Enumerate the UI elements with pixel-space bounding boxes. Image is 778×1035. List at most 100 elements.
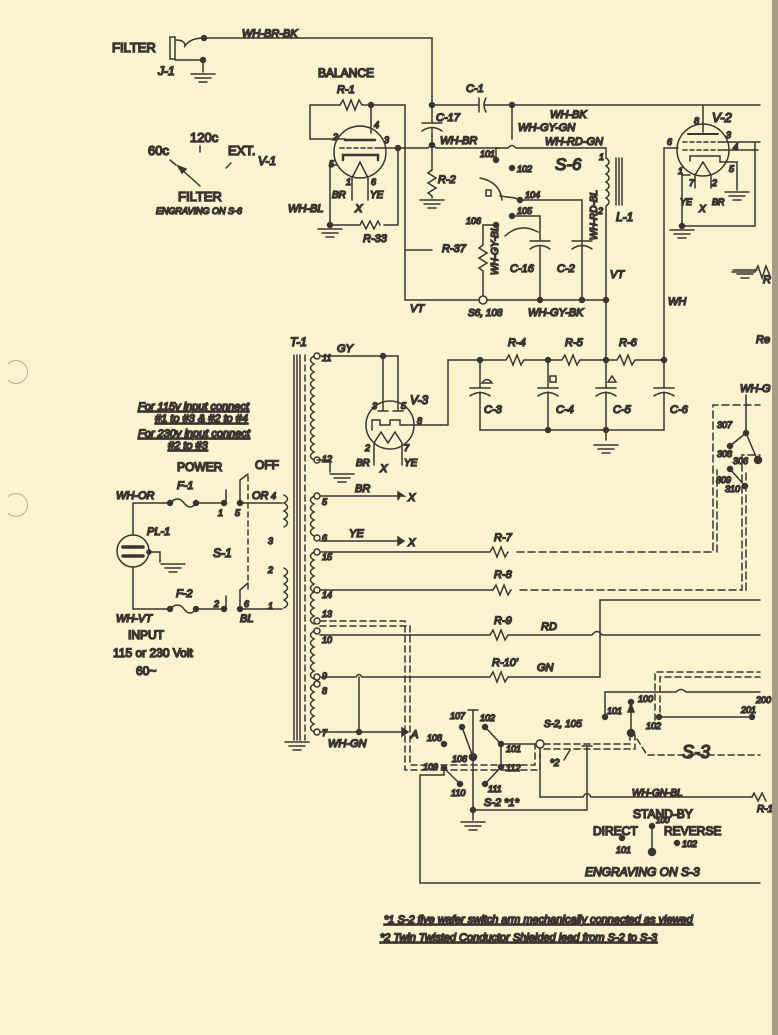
tube-v2: 8 3 6 4 1 5 7 2 V-2 YE BR X WH R Re bbox=[663, 104, 772, 361]
filter-jack-label: FILTER bbox=[112, 40, 156, 55]
wiring-note-line-1: For 115v input connect bbox=[138, 401, 250, 413]
r6-label: R-6 bbox=[619, 337, 638, 349]
c16-label: C-16 bbox=[510, 263, 535, 275]
s3-pin-200: 200 bbox=[755, 695, 771, 705]
r9-label: R-9 bbox=[494, 615, 512, 627]
input-title: INPUT bbox=[128, 628, 165, 642]
r4-label: R-4 bbox=[508, 337, 526, 349]
l1-label: L-1 bbox=[616, 210, 633, 224]
page-edge bbox=[772, 0, 778, 1035]
power-supply-filter: R-4 R-5 R-6 C-3 C-4 C-5 C-6 bbox=[439, 299, 689, 454]
v2-pin-8: 8 bbox=[694, 116, 699, 126]
s1-pin-6: 6 bbox=[244, 599, 249, 609]
c6-label: C-6 bbox=[670, 404, 689, 416]
s6-pin-104: 104 bbox=[525, 190, 540, 200]
filter-switch-engraving: 60c 120c EXT. FILTER ENGRAVING ON S-6 bbox=[147, 129, 256, 217]
wire-gy-label: GY bbox=[337, 343, 354, 355]
standby-direct: DIRECT bbox=[593, 824, 638, 838]
v1-pin-6: 6 bbox=[371, 177, 376, 187]
v3-pin-7: 7 bbox=[404, 443, 410, 453]
s2-105-label: S-2, 105 bbox=[544, 719, 582, 730]
s2-pin-101: 101 bbox=[506, 744, 521, 754]
v1-label: V-1 bbox=[258, 154, 276, 168]
v3-label: V-3 bbox=[410, 393, 429, 407]
v3-br-label: BR bbox=[356, 458, 370, 469]
filter-pos-120c: 120c bbox=[190, 130, 219, 145]
wire-ye-label: YE bbox=[349, 528, 364, 540]
wire-wh-rd-bl-label: WH-RD-BL bbox=[589, 190, 600, 240]
s3r-pin-310: 310 bbox=[725, 484, 740, 494]
twin-lead-mark: *2 bbox=[550, 758, 560, 769]
r37-label: R-37 bbox=[442, 243, 467, 255]
right-r1-partial-label: R-1 bbox=[757, 804, 773, 815]
capacitors-c3-c6 bbox=[469, 359, 675, 441]
v1-pin-2: 2 bbox=[332, 132, 338, 142]
standby-title: STAND-BY bbox=[633, 807, 693, 821]
s2-pin-107: 107 bbox=[450, 711, 466, 721]
br-x-label: X bbox=[407, 492, 416, 504]
standby-reverse: REVERSE bbox=[664, 824, 721, 838]
s1-pin-5: 5 bbox=[235, 508, 241, 518]
t1-pin-15: 15 bbox=[322, 552, 333, 562]
tube-v1: BALANCE R-1 2 4 3 5 1 6 V-1 BR YE X WH-B… bbox=[257, 65, 501, 251]
filter-jack-j1 bbox=[169, 34, 433, 106]
standby-pin-100: 100 bbox=[656, 816, 670, 825]
ye-x-label: X bbox=[407, 537, 416, 549]
s2-note-label: S-2 *1* bbox=[484, 797, 520, 809]
t1-pin-10: 10 bbox=[322, 635, 332, 645]
v2-ye-label: YE bbox=[680, 197, 693, 207]
r33-label: R-33 bbox=[363, 233, 388, 245]
t1-pin-11: 11 bbox=[322, 353, 331, 363]
power-input-section: For 115v input connect #1 to #3 & #2 to … bbox=[112, 400, 283, 679]
off-label: OFF bbox=[255, 458, 279, 472]
filter-pos-60c: 60c bbox=[148, 143, 169, 158]
f2-label: F-2 bbox=[176, 588, 193, 600]
wire-wh-gn-label: WH-GN bbox=[328, 738, 367, 750]
c5-label: C-5 bbox=[613, 404, 632, 416]
wiring-note-line-2: #1 to #3 & #2 to #4 bbox=[155, 413, 248, 425]
v3-pin-3: 3 bbox=[372, 401, 377, 411]
r8-label: R-8 bbox=[494, 569, 513, 581]
s3r-pin-308: 308 bbox=[717, 449, 732, 459]
s6-pin-101: 101 bbox=[480, 149, 495, 159]
s6-108-label: S6, 108 bbox=[468, 308, 503, 319]
filter-engraving-note: ENGRAVING ON S-6 bbox=[156, 206, 242, 216]
wire-wh-or-label: WH-OR bbox=[116, 490, 155, 502]
r7-label: R-7 bbox=[494, 532, 513, 544]
f1-label: F-1 bbox=[177, 480, 194, 492]
v1-pin-3: 3 bbox=[384, 135, 389, 145]
s3-pin-101: 101 bbox=[607, 706, 622, 716]
v2-pin-3: 3 bbox=[726, 130, 731, 140]
wire-gn-label: GN bbox=[537, 662, 554, 674]
v2-pin-2: 2 bbox=[711, 178, 717, 188]
right-r-partial-label: R bbox=[763, 274, 771, 286]
s2-pin-111: 111 bbox=[488, 784, 502, 794]
c1-label: C-1 bbox=[466, 83, 484, 95]
s3-label: S-3 bbox=[682, 742, 710, 762]
wire-wh-bl-label: WH-BL bbox=[288, 203, 323, 215]
wire-br-label: BR bbox=[355, 483, 370, 495]
input-coupling-network: C-17 WH-BR R-2 C-1 WH-BK bbox=[419, 82, 761, 209]
l1-pin-1: 1 bbox=[599, 152, 604, 162]
v1-pin-5: 5 bbox=[329, 159, 335, 169]
s6-pin-102: 102 bbox=[517, 164, 532, 174]
v1-ye-label: YE bbox=[370, 190, 384, 201]
v3-pin-2: 2 bbox=[364, 443, 370, 453]
c3-label: C-3 bbox=[484, 404, 503, 416]
s1-pin-2: 2 bbox=[213, 599, 219, 609]
s3-pin-102: 102 bbox=[646, 721, 661, 731]
l1-pin-2: 2 bbox=[597, 206, 603, 216]
v1-pin-1: 1 bbox=[346, 177, 351, 187]
pl1-label: PL-1 bbox=[147, 526, 170, 538]
binder-hole-top bbox=[4, 360, 28, 384]
wiring-note-line-3: For 230v input connect bbox=[138, 428, 251, 440]
right-re-partial-label: Re bbox=[756, 334, 770, 346]
t1-primary-pin-3: 3 bbox=[268, 536, 273, 546]
c17-label: C-17 bbox=[436, 112, 461, 124]
wire-vt-right-label: VT bbox=[610, 269, 625, 281]
wire-or-label: OR bbox=[252, 490, 269, 502]
v1-x-label: X bbox=[354, 203, 363, 215]
t1-pin-5: 5 bbox=[322, 497, 328, 507]
balance-label: BALANCE bbox=[318, 66, 374, 80]
switch-s6: WH-GY-GN WH-RD-GN 101 102 104 105 106 S-… bbox=[404, 101, 634, 320]
